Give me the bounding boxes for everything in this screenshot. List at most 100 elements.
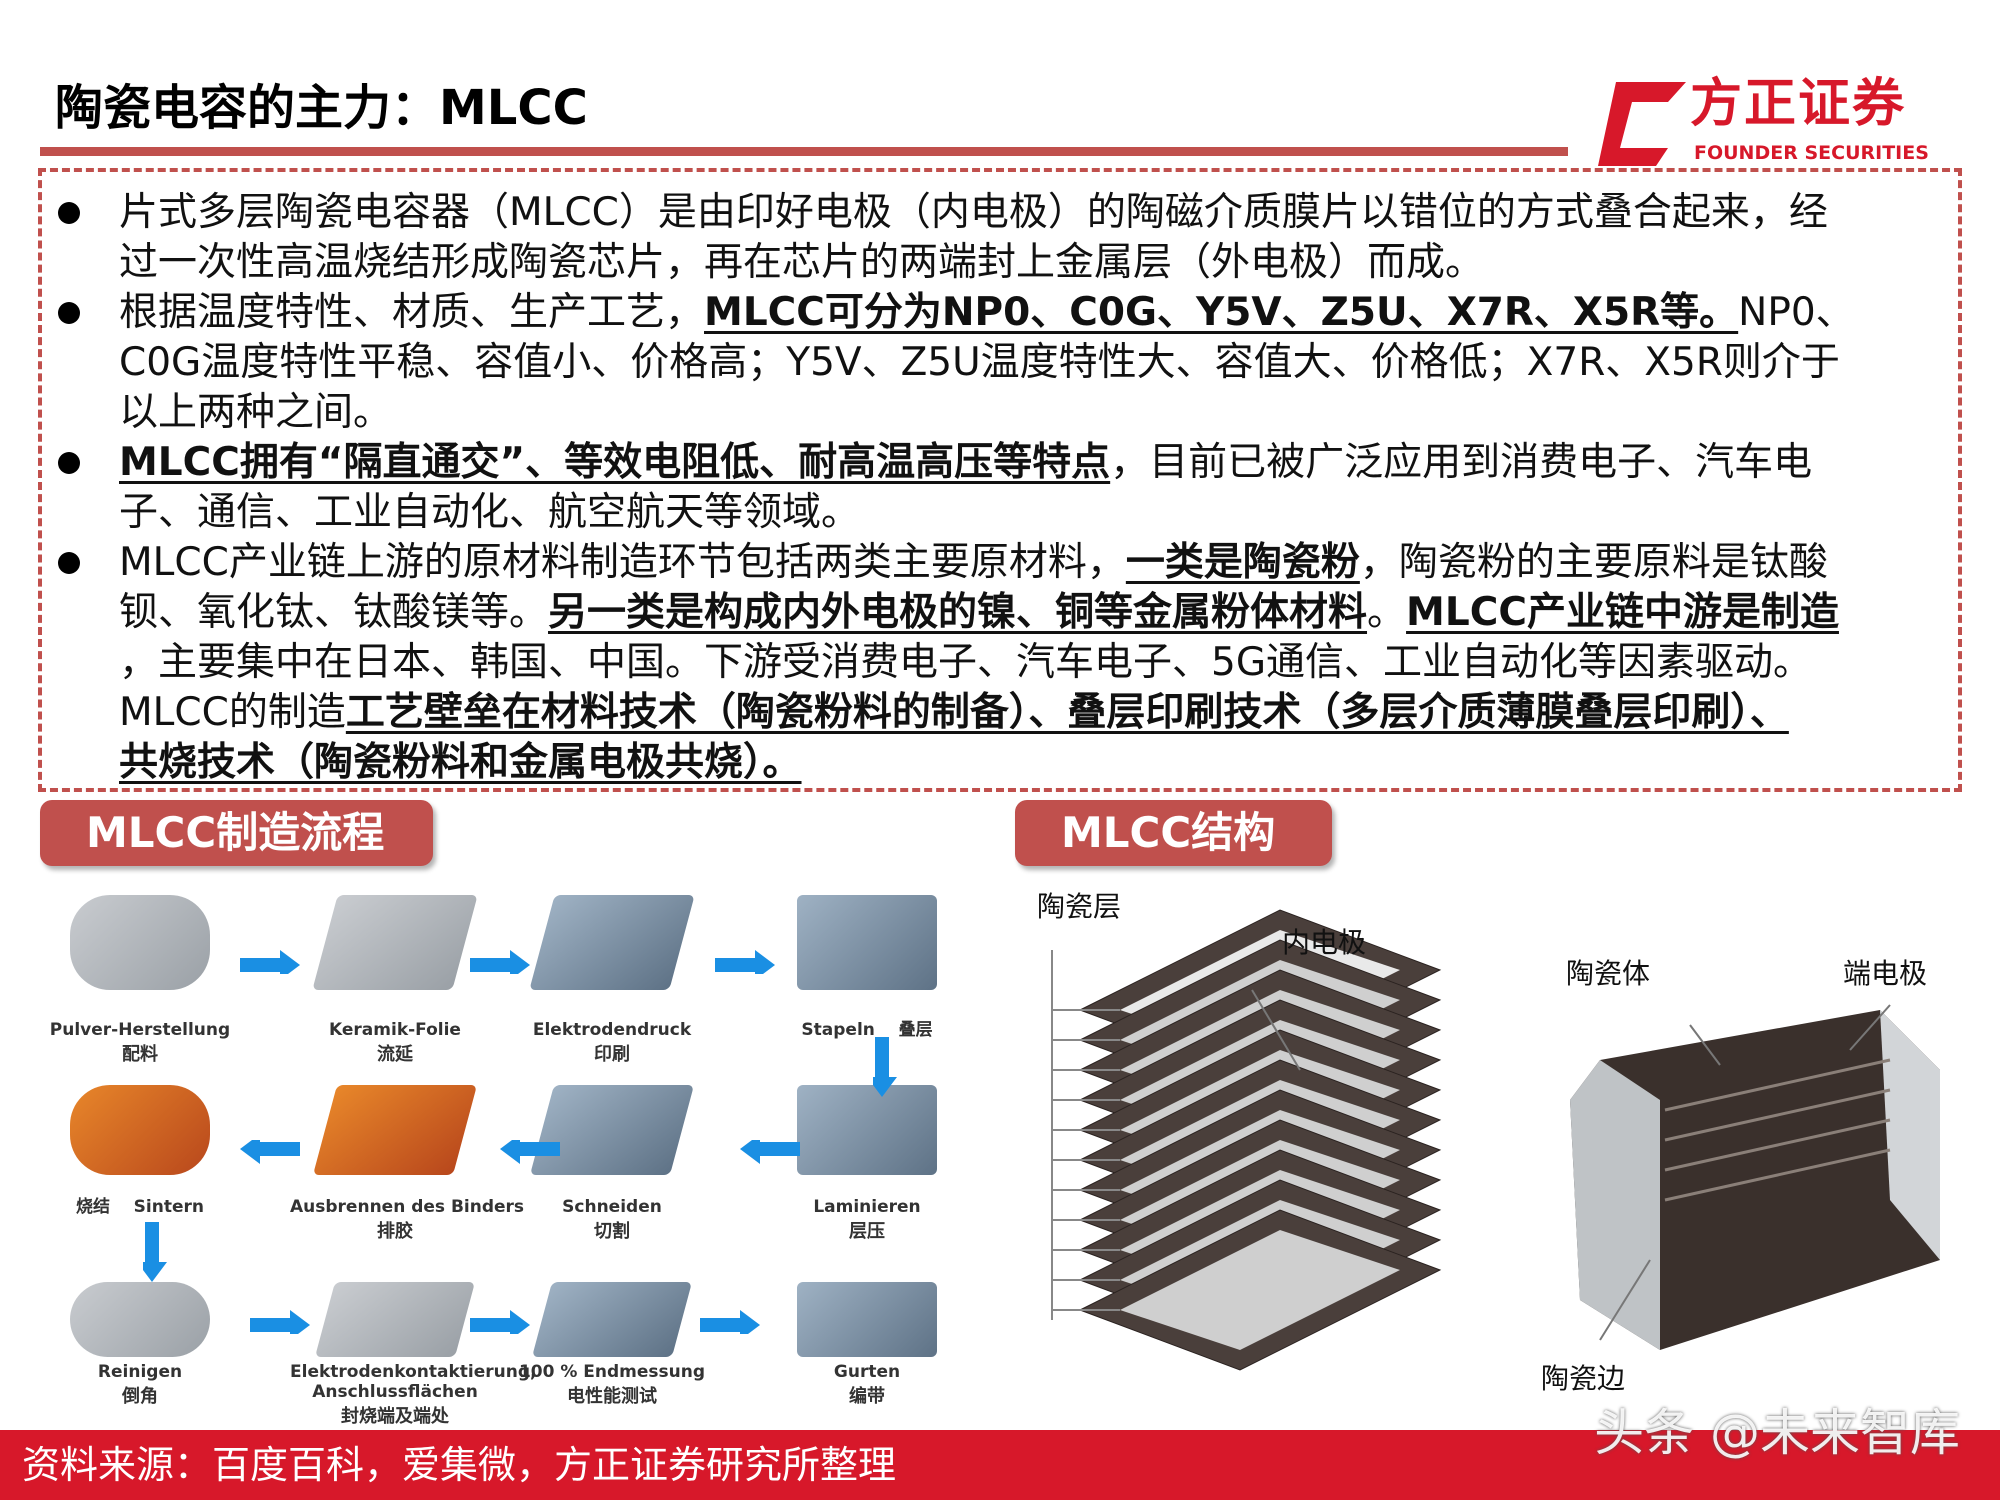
flow-arrow-icon [143,1222,167,1282]
process-step-label: 烧结 Sintern [35,1197,245,1221]
step-chinese: 编带 [849,1386,885,1407]
logo-cn: 方正证券 [1690,74,1907,134]
bullet-line: 过一次性高温烧结形成陶瓷芯片，再在芯片的两端封上金属层（外电极）而成。 [119,238,1484,288]
flow-arrow-icon [470,950,530,974]
body-text: C0G温度特性平稳、容值小、价格高；Y5V、Z5U温度特性大、容值大、价格低；X… [119,340,1840,385]
step-german: Pulver-Herstellung [49,1020,231,1040]
step-german: Laminieren [813,1197,921,1217]
flow-arrow-icon [873,1037,897,1097]
bullet-line: MLCC的制造工艺壁垒在材料技术（陶瓷粉料的制备）、叠层印刷技术（多层介质薄膜叠… [119,688,1789,738]
bullet-line: 以上两种之间。 [119,388,392,438]
step-german: 烧结 Sintern [76,1197,204,1217]
process-step-label: Gurten 编带 [762,1362,972,1408]
process-step-illustration [70,1085,210,1175]
emphasis-text: 共烧技术（陶瓷粉料和金属电极共烧）。 [119,740,802,785]
title-divider [40,147,1568,156]
body-text: ，陶瓷粉的主要原料是钛酸 [1359,540,1828,585]
label-terminal-electrode: 端电极 [1843,957,1928,990]
body-text: ，主要集中在日本、韩国、中国。下游受消费电子、汽车电子、5G通信、工业自动化等因… [119,640,1813,685]
flow-arrow-icon [700,1310,760,1334]
process-step-label: 100 % Endmessung 电性能测试 [507,1362,717,1408]
step-german: 100 % Endmessung [518,1362,706,1382]
bullet-line: 根据温度特性、材质、生产工艺，MLCC可分为NP0、C0G、Y5V、Z5U、X7… [119,288,1855,338]
step-german: Stapeln 叠层 [801,1020,933,1040]
flow-arrow-icon [500,1140,560,1164]
inner-electrode [1120,1230,1400,1350]
logo-mark-icon [1598,82,1686,166]
bullet-line: 子、通信、工业自动化、航空航天等领域。 [119,488,860,538]
chip-illustration [1251,989,1940,1350]
body-text: 钡、氧化钛、钛酸镁等。 [119,590,549,635]
step-german: Gurten [833,1362,901,1382]
process-step-label: Stapeln 叠层 [762,1020,972,1044]
process-step-label: Elektrodendruck 印刷 [507,1020,717,1066]
bullet-line: 片式多层陶瓷电容器（MLCC）是由印好电极（内电极）的陶磁介质膜片以错位的方式叠… [119,188,1828,238]
process-step-illustration [312,895,478,990]
process-step-illustration [797,895,937,990]
body-text: 。 [1367,590,1407,635]
logo-en: FOUNDER SECURITIES [1694,142,1929,164]
flow-arrow-icon [250,1310,310,1334]
emphasis-text: MLCC产业链中游是制造 [1406,590,1839,635]
step-chinese: 切割 [594,1221,630,1242]
layer-stack [1052,909,1442,1371]
body-text: 片式多层陶瓷电容器（MLCC）是由印好电极（内电极）的陶磁介质膜片以错位的方式叠… [119,190,1828,235]
flow-arrow-icon [740,1140,800,1164]
flow-arrow-icon [240,1140,300,1164]
process-step-label: Ausbrennen des Binders 排胶 [290,1197,524,1243]
process-step-illustration [312,1085,478,1175]
section-tag-process: MLCC制造流程 [40,800,433,866]
bullet-dot [58,302,80,324]
bullet-line: MLCC产业链上游的原材料制造环节包括两类主要原材料，一类是陶瓷粉，陶瓷粉的主要… [119,538,1828,588]
bullet-dot [58,452,80,474]
process-step-label: Laminieren 层压 [762,1197,972,1243]
step-german: Schneiden [562,1197,662,1217]
step-chinese: 电性能测试 [567,1386,657,1407]
emphasis-text: 工艺壁垒在材料技术（陶瓷粉料的制备）、叠层印刷技术（多层介质薄膜叠层印刷）、 [345,690,1789,735]
step-chinese: 印刷 [594,1044,630,1065]
body-text: MLCC的制造 [119,690,346,735]
body-text: 以上两种之间。 [119,390,393,435]
label-ceramic-body: 陶瓷体 [1566,957,1651,990]
process-step-label: Pulver-Herstellung 配料 [35,1020,245,1066]
bullet-dot [58,202,80,224]
step-german: Elektrodenkontaktierung, Anschlussfläche… [290,1362,537,1402]
process-step-illustration [531,1282,693,1357]
process-step-illustration [70,1282,210,1357]
body-text: NP0、 [1738,290,1855,335]
step-german: Elektrodendruck [532,1020,692,1040]
step-chinese: 倒角 [122,1386,158,1407]
label-ceramic-layer: 陶瓷层 [1037,890,1122,923]
process-step-illustration [70,895,210,990]
process-step-illustration [529,895,695,990]
process-step-illustration [797,1085,937,1175]
watermark: 头条 @未来智库 [1594,1404,1960,1462]
flow-arrow-icon [470,1310,530,1334]
summary-box [38,168,1962,792]
step-chinese: 层压 [849,1221,885,1242]
body-text: ，目前已被广泛应用到消费电子、汽车电 [1110,440,1813,485]
bullet-line: 钡、氧化钛、钛酸镁等。另一类是构成内外电极的镍、铜等金属粉体材料。MLCC产业链… [119,588,1839,638]
body-text: 根据温度特性、材质、生产工艺， [119,290,705,335]
founder-securities-logo: 方正证券 FOUNDER SECURITIES [1598,76,1938,168]
bullet-dot [58,552,80,574]
mlcc-structure-diagram [1051,909,1940,1371]
bullet-line: 共烧技术（陶瓷粉料和金属电极共烧）。 [119,738,802,788]
label-inner-electrode: 内电极 [1282,926,1367,959]
bullet-line: ，主要集中在日本、韩国、中国。下游受消费电子、汽车电子、5G通信、工业自动化等因… [119,638,1812,688]
process-step-label: Schneiden 切割 [507,1197,717,1243]
section-tag-structure: MLCC结构 [1015,800,1332,866]
process-step-illustration [797,1282,937,1357]
body-text: 子、通信、工业自动化、航空航天等领域。 [119,490,861,535]
emphasis-text: MLCC可分为NP0、C0G、Y5V、Z5U、X7R、X5R等。 [704,290,1739,335]
step-chinese: 排胶 [377,1221,413,1242]
process-step-label: Elektrodenkontaktierung, Anschlussfläche… [290,1362,537,1428]
flow-arrow-icon [240,950,300,974]
step-german: Ausbrennen des Binders [290,1197,525,1217]
step-chinese: 配料 [122,1044,158,1065]
process-step-illustration [314,1282,476,1357]
body-text: MLCC产业链上游的原材料制造环节包括两类主要原材料， [119,540,1126,585]
bullet-line: MLCC拥有“隔直通交”、等效电阻低、耐高温高压等特点，目前已被广泛应用到消费电… [119,438,1812,488]
